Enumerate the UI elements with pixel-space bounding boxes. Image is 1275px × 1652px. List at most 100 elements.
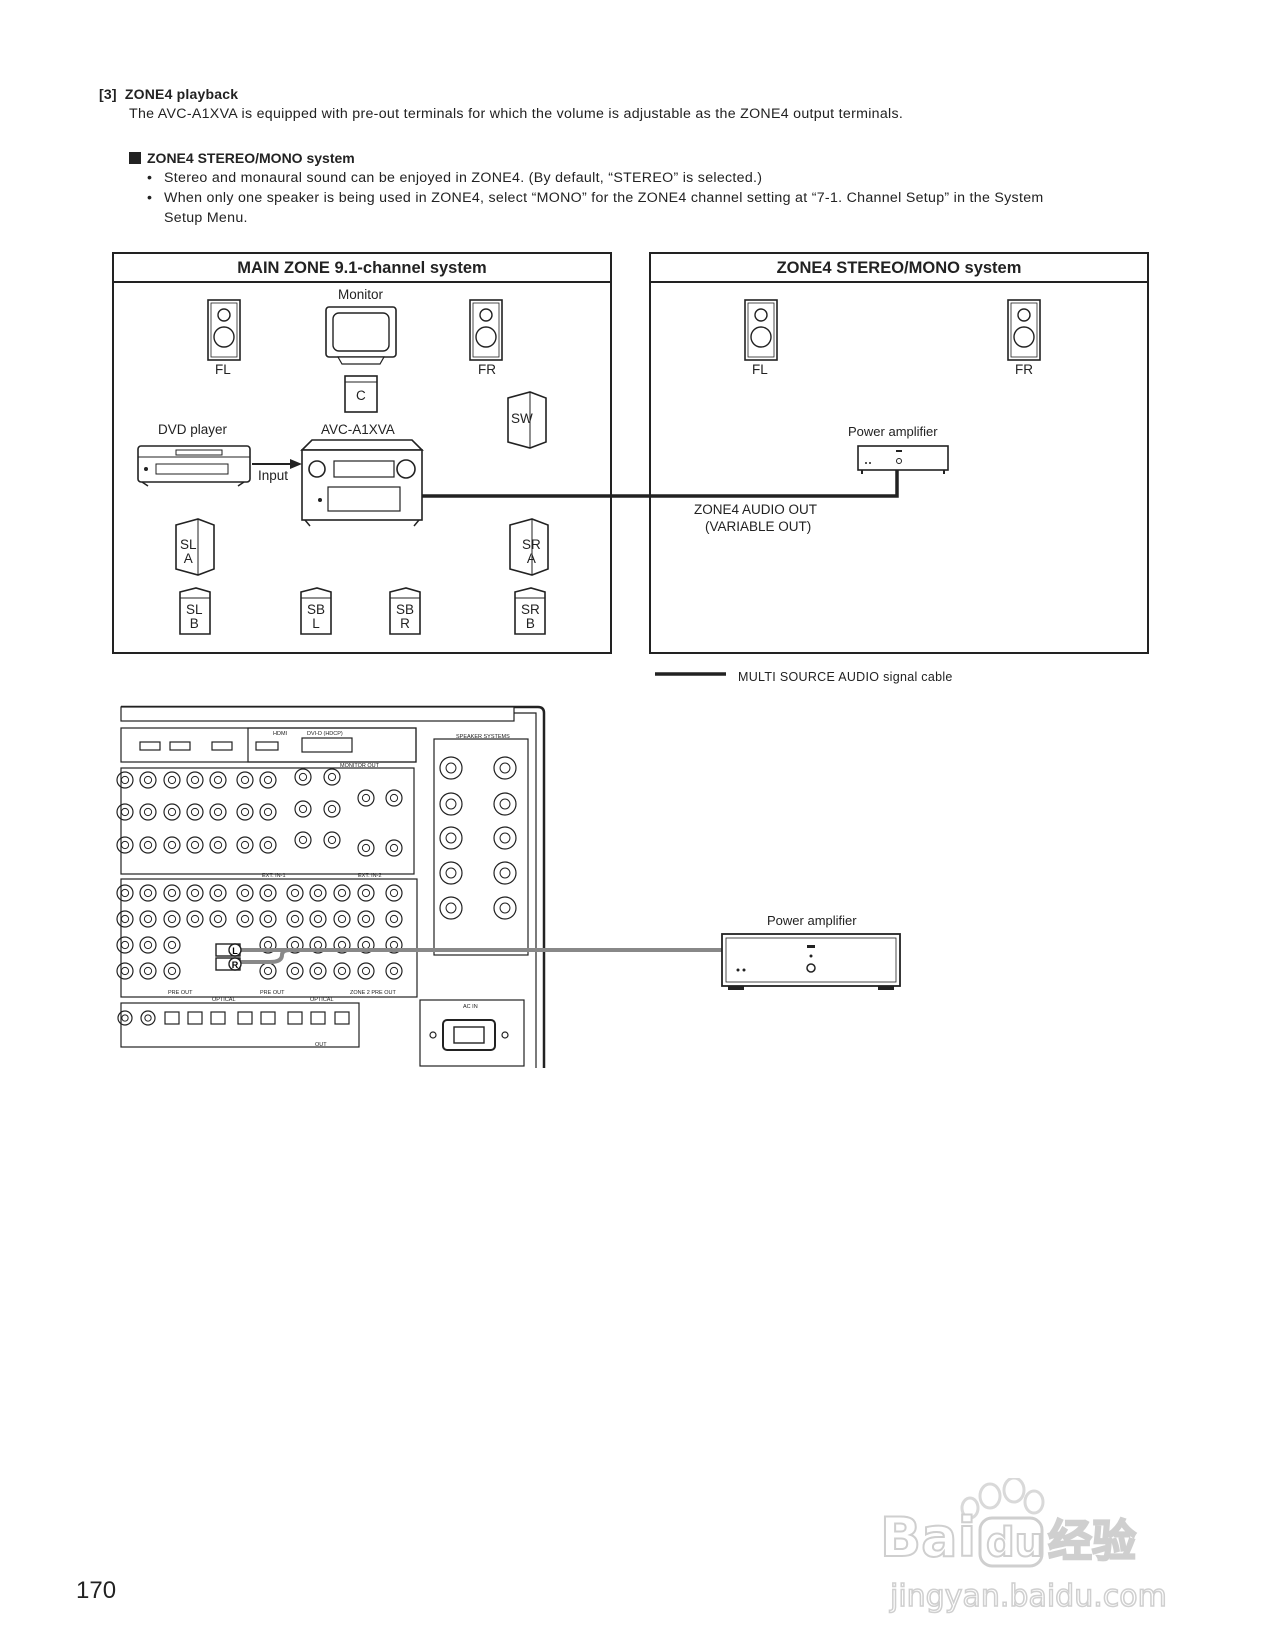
rca-jack-center-icon	[361, 843, 371, 853]
rca-jack-center-icon	[167, 888, 177, 898]
section-title: ZONE4 playback	[124, 86, 239, 102]
rca-jack-center-icon	[167, 775, 177, 785]
intro-text: The AVC-A1XVA is equipped with pre-out t…	[129, 106, 904, 122]
dvd-label: DVD player	[158, 422, 228, 437]
rca-jack-center-icon	[499, 832, 511, 844]
rca-jack-center-icon	[361, 914, 371, 924]
subsection-heading: ZONE4 STEREO/MONO system	[129, 150, 355, 166]
rca-jack-center-icon	[240, 914, 250, 924]
svg-text:Bai: Bai	[880, 1506, 976, 1569]
optical-port-icon	[287, 1011, 303, 1025]
rca-jack-icon	[323, 831, 341, 849]
rca-jack-center-icon	[120, 840, 130, 850]
rca-jack-center-icon	[499, 902, 511, 914]
rca-jack-center-icon	[120, 940, 130, 950]
rca-jack-center-icon	[445, 867, 457, 879]
rca-jack-icon	[139, 803, 157, 821]
bullet-item: • Stereo and monaural sound can be enjoy…	[147, 168, 762, 188]
fl-label: FL	[215, 362, 231, 377]
section-heading: [3] ZONE4 playback	[99, 86, 238, 102]
rca-jack-icon	[385, 839, 403, 857]
rca-jack-center-icon	[389, 793, 399, 803]
rca-jack-icon	[259, 936, 277, 954]
rca-jack-center-icon	[213, 888, 223, 898]
rca-jack-center-icon	[167, 807, 177, 817]
bullet-item: • When only one speaker is being used in…	[147, 188, 1044, 228]
rca-jack-icon	[493, 861, 517, 885]
ext-in-1-label: EXT. IN-1	[262, 873, 286, 879]
rca-jack-center-icon	[263, 888, 273, 898]
rca-jack-center-icon	[389, 888, 399, 898]
rear-power-amp-label: Power amplifier	[767, 913, 857, 928]
rca-jack-icon	[209, 884, 227, 902]
multi-source-cable	[422, 468, 899, 498]
rca-jack-icon	[139, 936, 157, 954]
input-label: Input	[258, 468, 289, 483]
rca-jack-icon	[323, 800, 341, 818]
rca-jack-center-icon	[313, 966, 323, 976]
rca-jack-icon	[357, 936, 375, 954]
rca-jack-center-icon	[120, 775, 130, 785]
rca-jack-center-icon	[240, 807, 250, 817]
watermark-logo: Bai du 经验 jingyan.baidu.com	[879, 1476, 1200, 1628]
rca-jack-center-icon	[290, 888, 300, 898]
rca-jack-icon	[259, 836, 277, 854]
rca-jack-center-icon	[290, 940, 300, 950]
rca-jack-center-icon	[143, 888, 153, 898]
rca-jack-icon	[116, 962, 134, 980]
rca-jack-center-icon	[120, 888, 130, 898]
rca-jack-icon	[259, 803, 277, 821]
rca-jack-icon	[357, 962, 375, 980]
zone4-fl-label: FL	[752, 362, 768, 377]
rca-jack-center-icon	[143, 840, 153, 850]
rca-jack-icon	[439, 826, 463, 850]
rca-jack-center-icon	[298, 835, 308, 845]
rear-power-amp-icon	[721, 933, 901, 990]
rca-jack-center-icon	[499, 798, 511, 810]
rca-jack-icon	[493, 826, 517, 850]
rca-jack-icon	[385, 936, 403, 954]
main-zone-title: MAIN ZONE 9.1-channel system	[114, 254, 610, 283]
rca-jack-icon	[259, 771, 277, 789]
rca-jack-icon	[116, 803, 134, 821]
rca-jack-center-icon	[190, 775, 200, 785]
rca-jack-icon	[209, 771, 227, 789]
watermark-url: jingyan.baidu.com	[889, 1579, 1167, 1614]
zone4-power-amp-label: Power amplifier	[848, 424, 938, 439]
dvd-player-icon	[137, 445, 251, 487]
rca-jack-icon	[385, 910, 403, 928]
rca-jack-center-icon	[499, 867, 511, 879]
optical-port-icon	[237, 1011, 253, 1025]
jack-r-label: R	[232, 960, 239, 970]
rca-jack-center-icon	[361, 966, 371, 976]
receiver-label: AVC-A1XVA	[321, 422, 395, 437]
rca-jack-center-icon	[144, 1014, 152, 1022]
subsection-title: ZONE4 STEREO/MONO system	[147, 150, 355, 166]
rca-jack-center-icon	[167, 966, 177, 976]
rca-jack-icon	[294, 831, 312, 849]
rca-jack-icon	[286, 936, 304, 954]
section-number: [3]	[99, 86, 117, 102]
square-bullet-icon	[129, 152, 141, 164]
rca-jack-icon	[186, 771, 204, 789]
c-label: C	[356, 388, 366, 403]
rca-jack-center-icon	[120, 966, 130, 976]
rca-jack-center-icon	[143, 914, 153, 924]
rca-jack-icon	[439, 861, 463, 885]
rca-jack-center-icon	[213, 840, 223, 850]
rca-jack-center-icon	[213, 914, 223, 924]
rca-jack-center-icon	[313, 940, 323, 950]
rca-jack-icon	[116, 836, 134, 854]
rca-jack-icon	[309, 910, 327, 928]
rca-jack-icon	[139, 910, 157, 928]
rca-jack-center-icon	[313, 888, 323, 898]
rca-jack-center-icon	[240, 840, 250, 850]
rca-jack-icon	[140, 1010, 156, 1026]
rca-jack-center-icon	[445, 902, 457, 914]
optical-label-2: OPTICAL	[310, 997, 334, 1003]
